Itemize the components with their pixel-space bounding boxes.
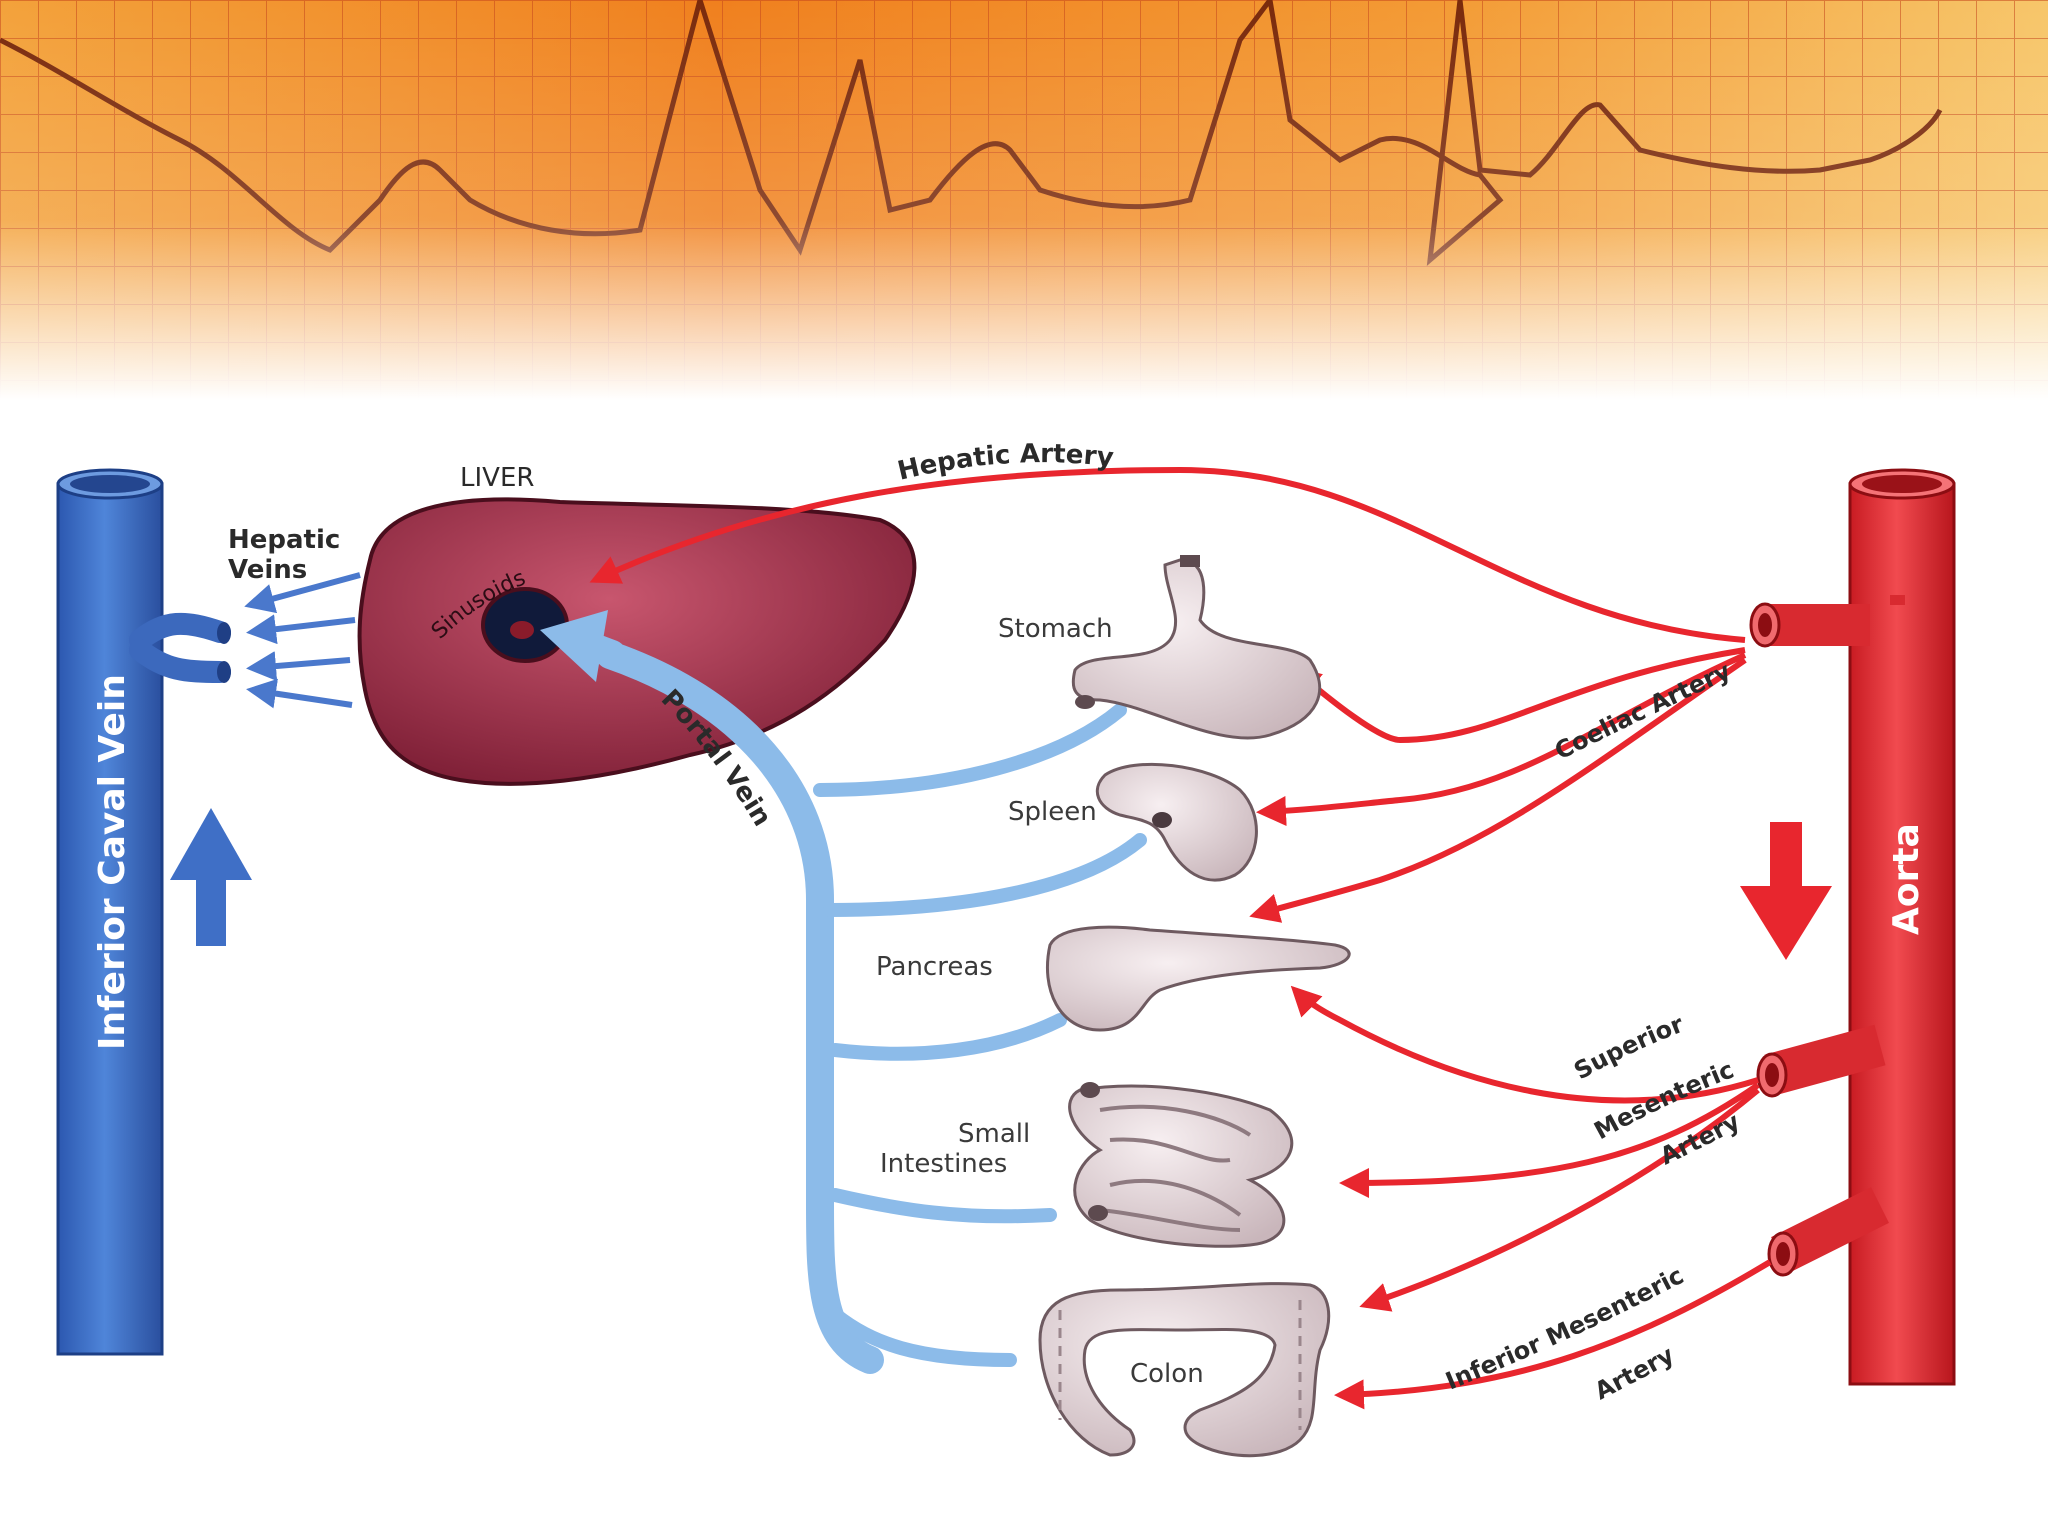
portal-vein-arrowhead — [540, 610, 608, 682]
sma-to-small-intestines — [1339, 1082, 1760, 1198]
coeliac-artery-stub — [1749, 595, 1905, 648]
inferior-caval-vein-label: Inferior Caval Vein — [92, 674, 133, 1050]
pancreas-label: Pancreas — [876, 952, 993, 982]
liver-label: LIVER — [460, 463, 534, 493]
small-intestines-label-2: Intestines — [880, 1149, 1007, 1179]
hepatic-vein-stubs — [129, 612, 231, 683]
hepatic-vein-arrows — [244, 572, 361, 709]
spleen-label: Spleen — [1008, 797, 1097, 827]
stomach-label: Stomach — [998, 614, 1113, 644]
pancreas: Pancreas — [876, 925, 1351, 1032]
portal-vein — [561, 626, 1147, 1374]
colon-label: Colon — [1130, 1359, 1204, 1389]
hepatic-artery — [589, 466, 1746, 643]
spleen: Spleen — [1008, 762, 1258, 882]
aorta-label: Aorta — [1886, 823, 1927, 935]
small-intestines: Small Intestines — [880, 1082, 1294, 1248]
liver: LIVER Sinusoids — [357, 463, 917, 786]
superior-mesenteric-artery-stub — [1756, 1024, 1886, 1098]
sma-to-colon — [1359, 1087, 1760, 1312]
inferior-mesenteric-label-2: Artery — [1590, 1340, 1679, 1405]
hepatic-veins-label-2: Veins — [228, 555, 307, 585]
downward-flow-arrow — [1740, 822, 1832, 960]
colon: Colon — [1038, 1282, 1331, 1458]
sma-to-pancreas — [1290, 985, 1759, 1104]
banner-fade — [0, 0, 2048, 400]
inferior-mesenteric-artery-stub — [1767, 1187, 1889, 1277]
superior-mesenteric-label-1: Superior — [1569, 1010, 1687, 1085]
superior-mesenteric-label-3: Artery — [1656, 1107, 1745, 1170]
small-intestines-label-1: Small — [958, 1119, 1030, 1149]
coeliac-to-spleen — [1256, 652, 1747, 826]
coeliac-to-stomach — [1290, 647, 1746, 744]
stomach: Stomach — [998, 555, 1321, 740]
upward-flow-arrow — [170, 808, 252, 946]
coeliac-to-pancreas — [1249, 657, 1747, 923]
ecg-banner-background — [0, 0, 2048, 400]
hepatic-veins-label-1: Hepatic — [228, 525, 340, 555]
inferior-caval-vein: Inferior Caval Vein — [56, 468, 164, 1356]
artery-lines — [589, 466, 1772, 1410]
ima-to-colon — [1334, 1259, 1772, 1410]
